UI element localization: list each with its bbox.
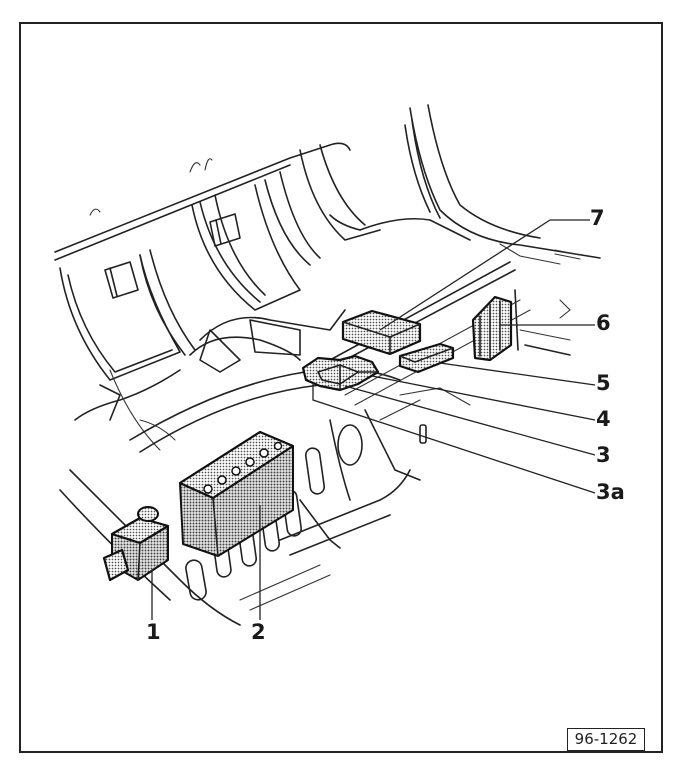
component-2-battery <box>178 430 295 557</box>
callout-7: 7 <box>590 206 605 230</box>
component-6 <box>471 295 513 362</box>
battery-cell-cap <box>203 484 213 494</box>
callout-3: 3 <box>596 443 611 467</box>
leader-3a <box>312 383 596 494</box>
leader-4 <box>371 375 596 421</box>
leader-5 <box>439 362 596 386</box>
component-1 <box>102 506 170 582</box>
component-3-3a-4-cluster <box>301 354 380 392</box>
battery-cell-cap <box>245 457 255 467</box>
battery-cell-cap <box>231 466 241 476</box>
figure-frame <box>19 22 663 753</box>
callout-2: 2 <box>251 620 266 644</box>
battery-cell-cap <box>217 475 227 485</box>
callout-3a: 3a <box>596 480 625 504</box>
callout-4: 4 <box>596 407 611 431</box>
leader-3 <box>344 385 596 456</box>
component-5 <box>398 342 455 374</box>
battery-cell-cap <box>273 441 283 451</box>
leader-lines <box>151 219 596 620</box>
leader-7-diagonal <box>379 219 551 331</box>
rear-seat-outline <box>54 142 381 381</box>
c-pillar-outline <box>329 104 601 265</box>
figure-reference-number: 96-1262 <box>567 728 645 751</box>
callout-1: 1 <box>146 620 161 644</box>
callout-6: 6 <box>596 311 611 335</box>
battery-cell-cap <box>259 448 269 458</box>
component-7 <box>341 309 422 356</box>
callout-5: 5 <box>596 371 611 395</box>
